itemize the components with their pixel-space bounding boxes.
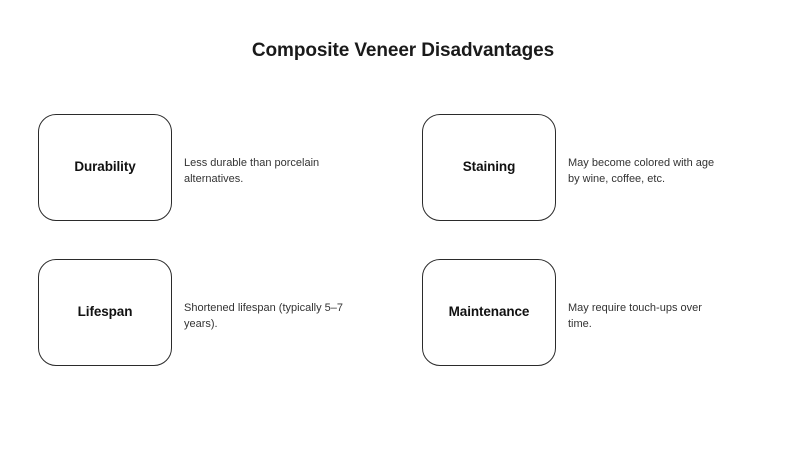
card-box-durability[interactable]: Durability (38, 114, 172, 221)
card-box-maintenance[interactable]: Maintenance (422, 259, 556, 366)
card-description-maintenance: May require touch-ups over time. (568, 302, 702, 330)
card-description-staining: May become colored with age by wine, cof… (568, 157, 715, 185)
card-label-staining: Staining (462, 159, 516, 175)
card-label-durability: Durability (74, 159, 136, 175)
card-description-lifespan: Shortened lifespan (typically 5–7 years)… (184, 302, 343, 330)
card-row-2: Lifespan Shortened lifespan (typically 5… (0, 259, 806, 404)
card-label-maintenance: Maintenance (448, 304, 530, 320)
card-row-1: Durability Less durable than porcelain a… (0, 114, 806, 259)
card-staining[interactable]: Staining May become colored with age by … (422, 114, 772, 221)
card-lifespan[interactable]: Lifespan Shortened lifespan (typically 5… (38, 259, 388, 366)
card-label-lifespan: Lifespan (77, 304, 133, 320)
card-maintenance[interactable]: Maintenance May require touch-ups over t… (422, 259, 772, 366)
card-box-staining[interactable]: Staining (422, 114, 556, 221)
card-durability[interactable]: Durability Less durable than porcelain a… (38, 114, 388, 221)
card-grid: Durability Less durable than porcelain a… (0, 114, 806, 404)
card-box-lifespan[interactable]: Lifespan (38, 259, 172, 366)
card-description-durability: Less durable than porcelain alternatives… (184, 157, 320, 185)
page-title: Composite Veneer Disadvantages (251, 40, 555, 61)
